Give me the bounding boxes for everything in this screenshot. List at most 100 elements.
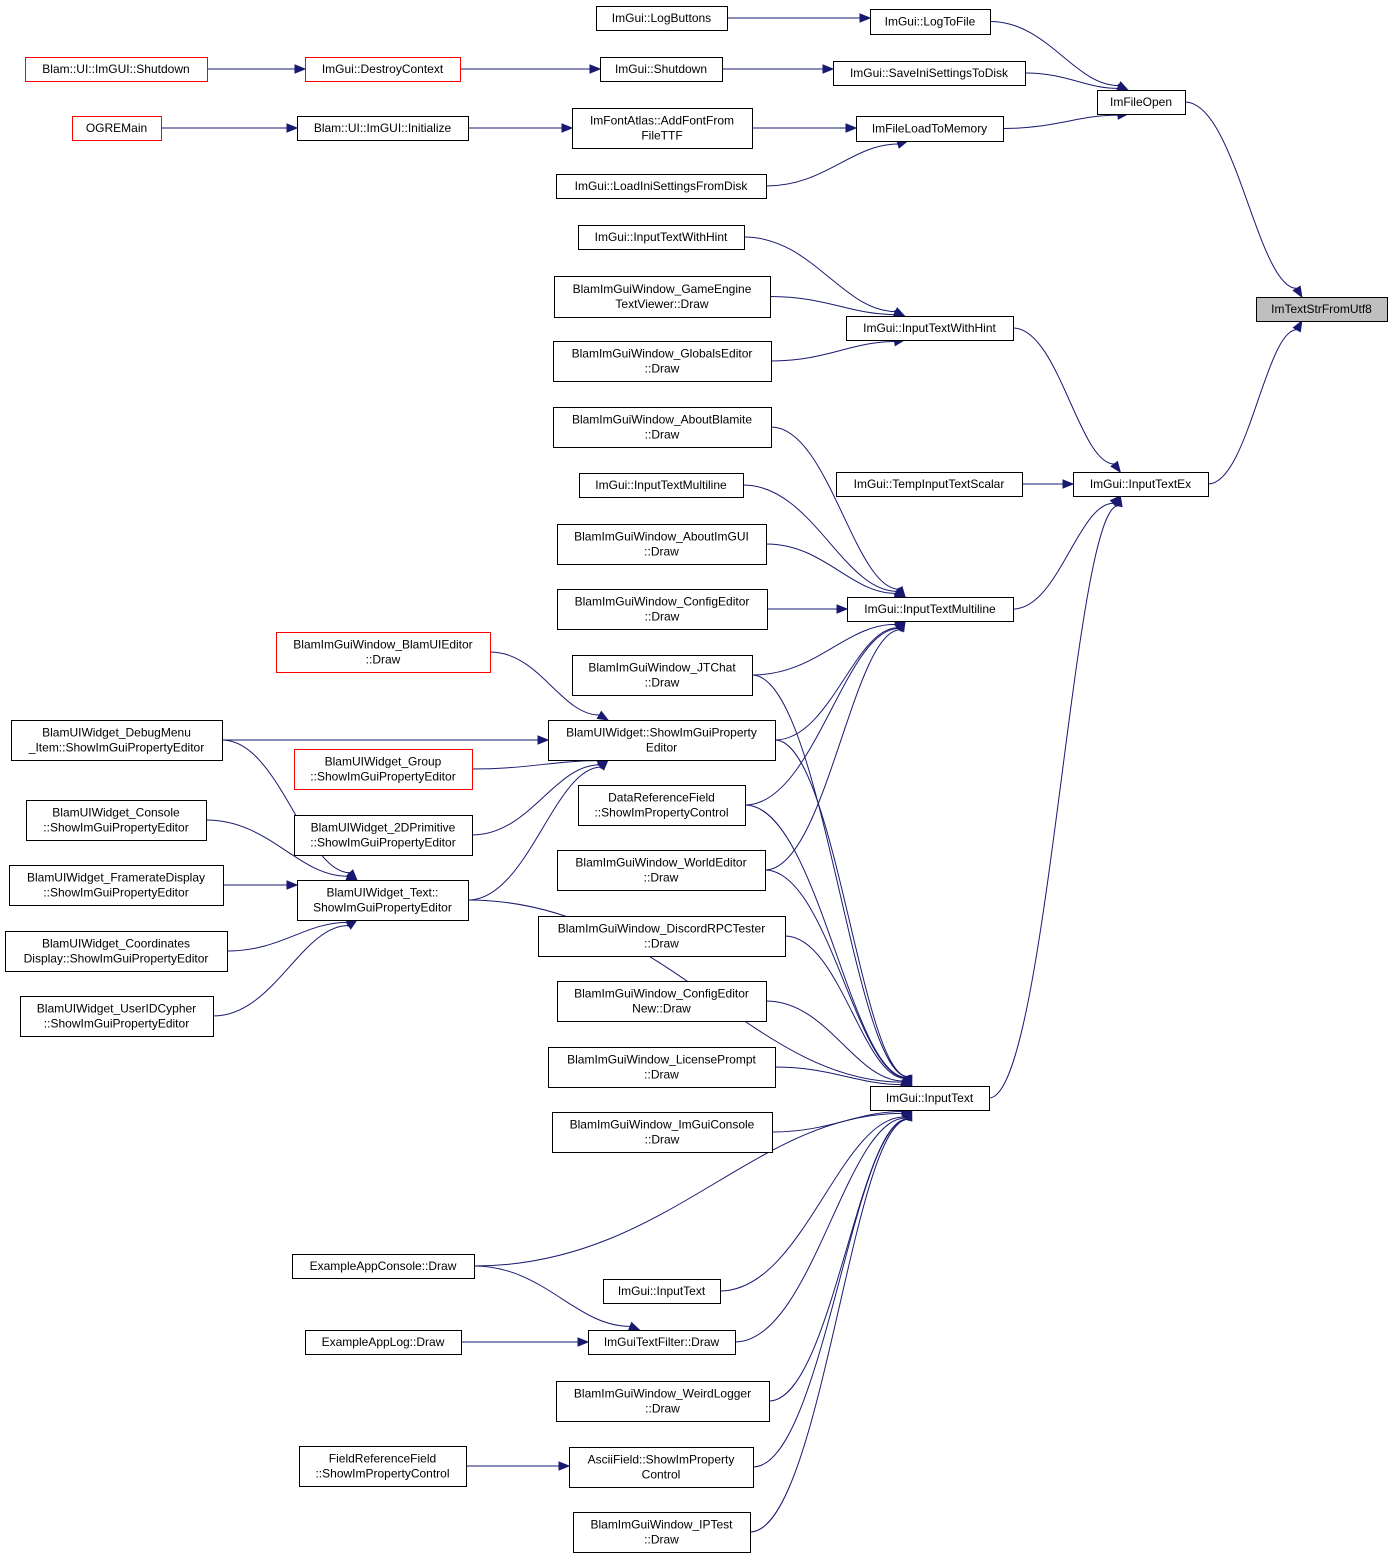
node-inputtext_left[interactable]: ImGui::InputText [603, 1279, 721, 1304]
node-globals[interactable]: BlamImGuiWindow_GlobalsEditor::Draw [553, 341, 772, 382]
node-textw[interactable]: BlamUIWidget_Text::ShowImGuiPropertyEdit… [297, 880, 469, 921]
node-framerate[interactable]: BlamUIWidget_FramerateDisplay::ShowImGui… [9, 865, 224, 906]
node-filepen[interactable]: ImFileOpen [1097, 90, 1186, 115]
node-root[interactable]: ImTextStrFromUtf8 [1256, 297, 1388, 322]
node-asciifield[interactable]: AsciiField::ShowImPropertyControl [569, 1447, 754, 1488]
node-iptest[interactable]: BlamImGuiWindow_IPTest::Draw [573, 1512, 751, 1553]
node-box [836, 472, 1023, 497]
node-box [556, 174, 767, 199]
node-label: ::ShowImPropertyControl [594, 806, 728, 820]
edge-line [734, 1117, 906, 1343]
node-label: BlamUIWidget_Coordinates [42, 937, 190, 951]
node-label: Control [642, 1468, 681, 1482]
node-label: DataReferenceField [608, 791, 715, 805]
node-label: ::ShowImGuiPropertyEditor [310, 770, 455, 784]
node-applog[interactable]: ExampleAppLog::Draw [305, 1330, 462, 1355]
edge-line [744, 804, 907, 1078]
node-box [5, 931, 228, 972]
edge-arrowhead [1113, 494, 1123, 508]
node-box [1256, 297, 1388, 322]
edge-arrowhead [836, 604, 849, 614]
node-label: Editor [646, 741, 677, 755]
node-label: ImGui::InputTextWithHint [863, 321, 996, 335]
node-box [305, 57, 461, 82]
node-fileload[interactable]: ImFileLoadToMemory [856, 116, 1004, 142]
node-box [870, 1086, 990, 1111]
node-tempinput[interactable]: ImGui::TempInputTextScalar [836, 472, 1023, 497]
edges-layer [161, 13, 1303, 1533]
node-itwh_left[interactable]: ImGui::InputTextWithHint [578, 225, 745, 250]
node-license[interactable]: BlamImGuiWindow_LicensePrompt::Draw [548, 1047, 776, 1088]
edge-worldeditor-to-inputtext [764, 869, 913, 1088]
edge-line [205, 819, 348, 877]
node-inputtext[interactable]: ImGui::InputText [870, 1086, 990, 1111]
node-ogremain[interactable]: OGREMain [72, 116, 162, 141]
node-label: ::Draw [644, 871, 679, 885]
edge-itml_mid-to-inputtextex [1012, 495, 1122, 610]
node-blamuieditor[interactable]: BlamImGuiWindow_BlamUIEditor::Draw [276, 632, 491, 673]
node-box [553, 407, 772, 448]
node-loadini[interactable]: ImGui::LoadIniSettingsFromDisk [556, 174, 767, 199]
edge-arrowhead [561, 123, 574, 133]
node-useridc[interactable]: BlamUIWidget_UserIDCypher::ShowImGuiProp… [20, 996, 214, 1037]
node-saveini[interactable]: ImGui::SaveIniSettingsToDisk [833, 61, 1026, 86]
node-fieldref[interactable]: FieldReferenceField::ShowImPropertyContr… [299, 1446, 467, 1487]
node-coords[interactable]: BlamUIWidget_CoordinatesDisplay::ShowImG… [5, 931, 228, 972]
edge-destroyctx-to-shutdown [460, 64, 602, 74]
node-gameengine[interactable]: BlamImGuiWindow_GameEngineTextViewer::Dr… [554, 276, 771, 318]
node-label: ImGui::DestroyContext [322, 62, 444, 76]
node-label: Blam::UI::ImGUI::Initialize [314, 121, 452, 135]
node-itml_mid[interactable]: ImGui::InputTextMultiline [847, 597, 1014, 622]
node-label: BlamImGuiWindow_GameEngine [573, 282, 752, 296]
node-showprop[interactable]: BlamUIWidget::ShowImGuiPropertyEditor [548, 720, 776, 761]
node-box [572, 108, 753, 149]
node-label: ::Draw [645, 362, 680, 376]
node-debugmenu[interactable]: BlamUIWidget_DebugMenu_Item::ShowImGuiPr… [11, 720, 223, 761]
edge-arrowhead [903, 1108, 913, 1122]
edge-line [1024, 72, 1118, 89]
node-box [870, 9, 991, 35]
node-logtofile[interactable]: ImGui::LogToFile [870, 9, 991, 35]
node-logbuttons[interactable]: ImGui::LogButtons [596, 6, 728, 31]
node-label: ImGui::Shutdown [615, 62, 707, 76]
node-discord[interactable]: BlamImGuiWindow_DiscordRPCTester::Draw [538, 916, 786, 957]
node-destroyctx[interactable]: ImGui::DestroyContext [305, 57, 461, 82]
edge-showprop-to-inputtext [774, 739, 913, 1088]
node-console[interactable]: BlamUIWidget_Console::ShowImGuiPropertyE… [26, 800, 207, 841]
node-aboutimgui[interactable]: BlamImGuiWindow_AboutImGUI::Draw [557, 524, 767, 565]
edge-line [473, 1265, 631, 1327]
node-textfilter[interactable]: ImGuiTextFilter::Draw [588, 1330, 736, 1355]
node-label: ::Draw [366, 653, 401, 667]
node-itml_left[interactable]: ImGui::InputTextMultiline [579, 473, 744, 498]
node-dataref[interactable]: DataReferenceField::ShowImPropertyContro… [578, 785, 746, 826]
node-worldeditor[interactable]: BlamImGuiWindow_WorldEditor::Draw [557, 850, 766, 891]
edge-arrowhead [822, 64, 835, 74]
node-box [579, 473, 744, 498]
edge-arrowhead [900, 1077, 913, 1087]
node-blaminit[interactable]: Blam::UI::ImGUI::Initialize [297, 116, 469, 141]
node-prim2d[interactable]: BlamUIWidget_2DPrimitive::ShowImGuiPrope… [294, 815, 473, 856]
node-label: ::ShowImPropertyControl [315, 1467, 449, 1481]
node-inputtextex[interactable]: ImGui::InputTextEx [1073, 472, 1209, 497]
edge-line [1002, 114, 1118, 129]
node-configeditor[interactable]: BlamImGuiWindow_ConfigEditor::Draw [557, 589, 768, 630]
node-box [603, 1279, 721, 1304]
edge-useridc-to-textw [212, 919, 358, 1017]
edge-arrowhead [577, 1337, 590, 1347]
node-appconsole[interactable]: ExampleAppConsole::Draw [292, 1254, 475, 1279]
node-group[interactable]: BlamUIWidget_Group::ShowImGuiPropertyEdi… [294, 749, 473, 790]
node-label: BlamImGuiWindow_AboutBlamite [572, 413, 752, 427]
node-imguiconsole[interactable]: BlamImGuiWindow_ImGuiConsole::Draw [552, 1112, 773, 1153]
node-label: BlamUIWidget_2DPrimitive [311, 821, 456, 835]
edge-arrowhead [597, 759, 609, 771]
edge-line [749, 1118, 909, 1533]
node-shutdown[interactable]: ImGui::Shutdown [600, 57, 723, 82]
edge-line [467, 766, 601, 901]
node-weirdlogger[interactable]: BlamImGuiWindow_WeirdLogger::Draw [556, 1381, 770, 1422]
node-aboutblamite[interactable]: BlamImGuiWindow_AboutBlamite::Draw [553, 407, 772, 448]
node-blamshutdown[interactable]: Blam::UI::ImGUI::Shutdown [25, 57, 208, 82]
node-itwh_mid[interactable]: ImGui::InputTextWithHint [846, 316, 1014, 341]
node-jtchat[interactable]: BlamImGuiWindow_JTChat::Draw [572, 655, 753, 696]
